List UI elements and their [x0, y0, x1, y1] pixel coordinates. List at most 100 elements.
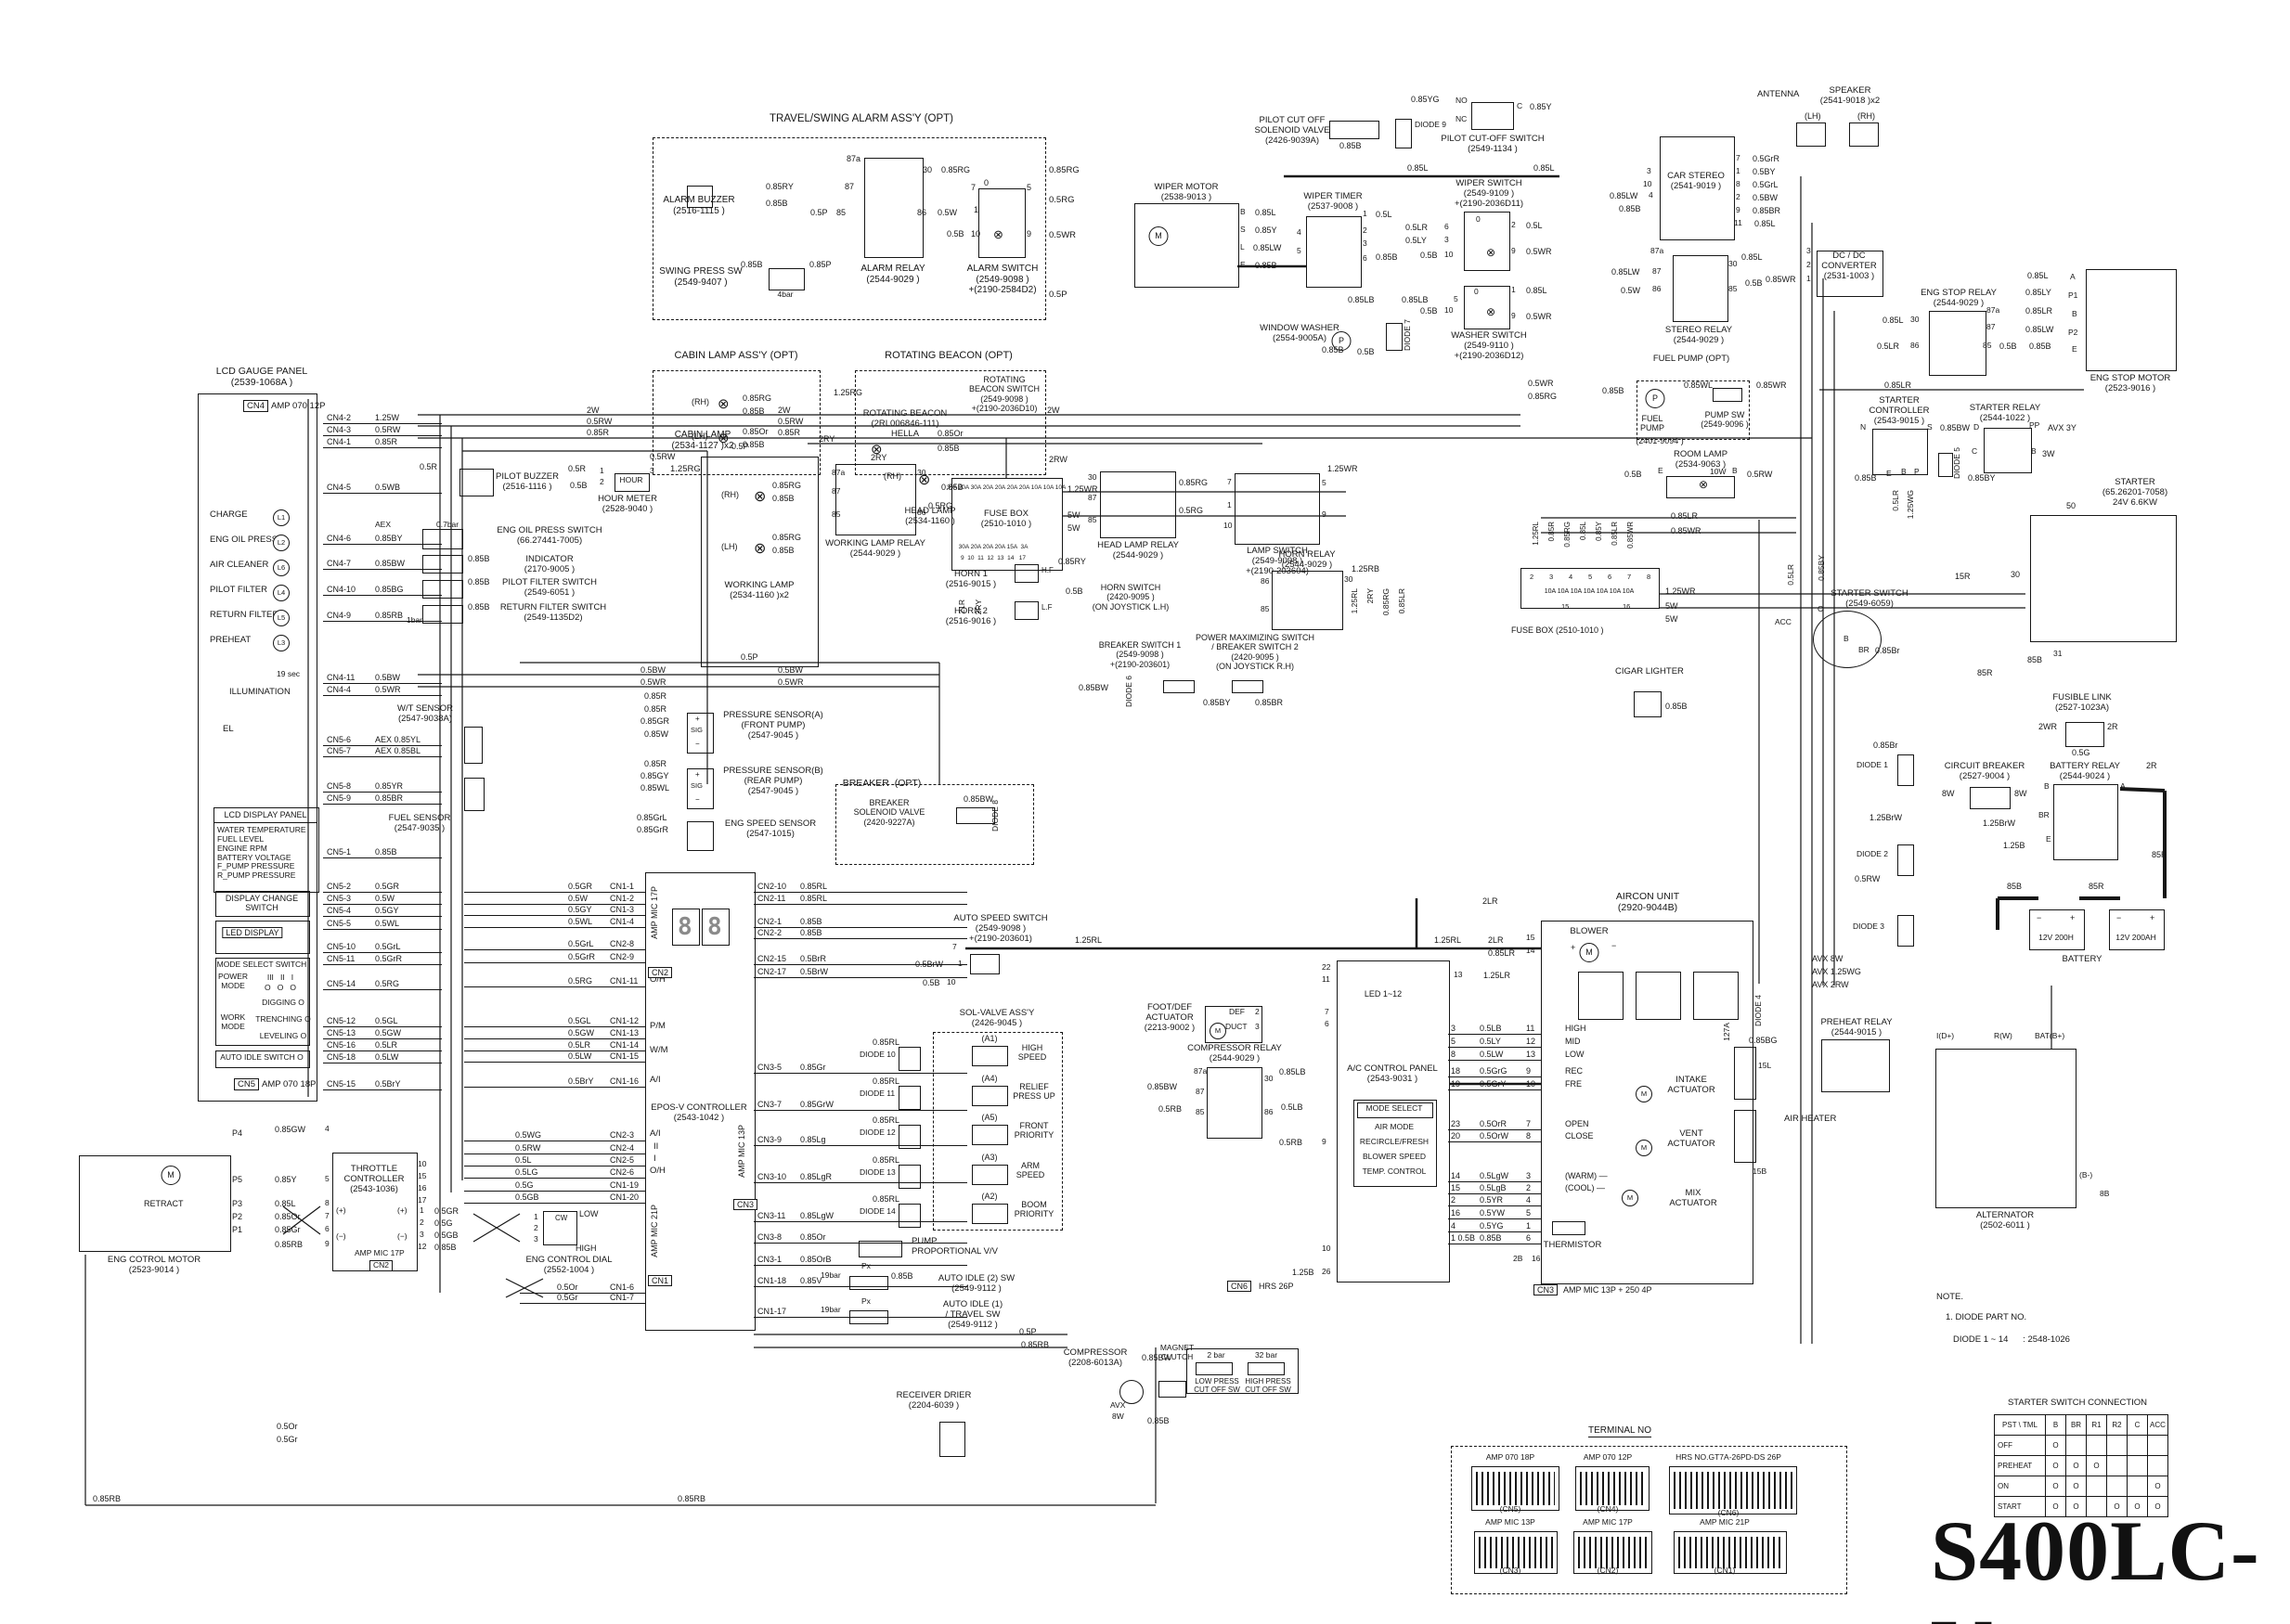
label-head-lamp-2534-1160: HEAD LAMP (2534-1160 ) — [904, 506, 956, 527]
starter-switch-glyph — [1813, 611, 1882, 668]
label-p5: P5 — [232, 1175, 243, 1184]
epos-left3-pin: CN1-7 — [610, 1293, 635, 1302]
label-0-85rb: 0.85RB — [678, 1494, 706, 1503]
cn5-rows-pin: 0.5BrY — [375, 1079, 401, 1089]
cn5-rows-pin: 0.5WL — [375, 919, 400, 928]
ac-rows-pin: 16 — [1451, 1208, 1461, 1218]
label-1-25rl: 1.25RL — [1075, 935, 1103, 945]
ac-rows-pin: CLOSE — [1565, 1131, 1594, 1141]
label-car-stereo-2541-9019: CAR STEREO (2541-9019 ) — [1667, 171, 1725, 192]
label-0-85l: 0.85L — [1741, 252, 1763, 262]
cn4-rows-pin: 0.85BY — [375, 534, 403, 543]
breaker-opt — [835, 784, 1034, 865]
battery-12v-200ah — [2109, 909, 2165, 950]
label-diode-4: DIODE 4 — [1753, 995, 1763, 1027]
label-washer-switch-2549-9110-2190: WASHER SWITCH (2549-9110 ) +(2190-2036D1… — [1451, 330, 1527, 362]
epos-left-pin: CN1-3 — [610, 905, 635, 914]
label-0-85b: 0.85B — [468, 554, 490, 563]
label-0-85b: 0.85B — [468, 602, 490, 612]
label-26: 26 — [1322, 1267, 1331, 1276]
starter-relay — [1984, 428, 2032, 473]
label-rotating-beacon-2rl006846-11: ROTATING BEACON (2RL006846-111) HELLA — [862, 408, 948, 440]
ac-rows-pin: 8 — [1526, 1131, 1532, 1141]
label-0-85b: 0.85B — [468, 577, 490, 586]
epos-right-pin: 0.85Gr — [800, 1063, 826, 1072]
table-mark — [2106, 1455, 2128, 1476]
label-b: B — [1240, 207, 1246, 216]
diode-5-glyph — [1938, 453, 1953, 477]
label-13: 13 — [1454, 970, 1463, 979]
cn5-rows-pin: CN5-4 — [327, 906, 352, 915]
label-digging-o: DIGGING O — [262, 998, 304, 1007]
label-0-85yg: 0.85YG — [1411, 95, 1440, 104]
label-sig: SIG — [691, 726, 703, 734]
label-aex: AEX — [375, 520, 392, 529]
epos-left-pin: 0.5LR — [568, 1040, 591, 1050]
label-0-85or: 0.85Or — [938, 429, 964, 438]
epos-right-pin: 0.5BrW — [800, 967, 829, 976]
table-row-START: START — [1994, 1496, 2046, 1517]
label-n: N — [1860, 422, 1867, 432]
ac-rows-pin: 0.5LW — [1480, 1050, 1504, 1059]
label-rotating-beacon-opt: ROTATING BEACON (OPT) — [885, 350, 1013, 361]
diode-9-glyph — [1395, 119, 1412, 148]
label-5: 5 — [1454, 294, 1458, 303]
label-8: 8 — [678, 913, 692, 941]
label-p1: P1 — [232, 1225, 243, 1234]
epos-left-pin: 0.5W — [568, 894, 589, 903]
label-eng-cotrol-motor-2523-9014: ENG COTROL MOTOR (2523-9014 ) — [107, 1255, 201, 1276]
label-: (−) — [336, 1231, 346, 1241]
label-0-85ry: 0.85RY — [1058, 557, 1086, 566]
label-9: 9 — [1027, 229, 1032, 238]
label-2ry: 2RY — [819, 434, 835, 444]
label-21r: 21R — [957, 599, 966, 614]
epos-left2-pin: 0.5L — [515, 1155, 532, 1165]
label-5w: 5W — [1665, 614, 1678, 624]
label-a: A — [2120, 781, 2126, 791]
label-auto-idle-switch-o: AUTO IDLE SWITCH O — [220, 1052, 304, 1062]
label-low-press-cut-off-sw: LOW PRESS CUT OFF SW — [1194, 1377, 1240, 1395]
label-temp-control: TEMP. CONTROL — [1362, 1166, 1427, 1176]
ac-rows-pin: 7 — [1526, 1119, 1532, 1128]
label-compressor-relay-2544-9029: COMPRESSOR RELAY (2544-9029 ) — [1187, 1043, 1282, 1064]
label-0-85r: 0.85R — [644, 759, 667, 768]
label-acc: ACC — [1775, 617, 1792, 626]
table-mark — [2147, 1435, 2168, 1456]
label-6: 6 — [1444, 222, 1449, 231]
label-speaker-2541-9018-x2: SPEAKER (2541-9018 )x2 — [1819, 85, 1881, 107]
cn5-rows-pin: 0.5W — [375, 894, 395, 903]
ac-rows-pin: 0.5LY — [1480, 1037, 1501, 1046]
label-diode-8: DIODE 8 — [990, 800, 1000, 832]
label-0-85b: 0.85B — [1376, 252, 1398, 262]
label-: − — [2116, 913, 2122, 922]
label-breaker-opt: BREAKER (OPT) — [842, 778, 922, 789]
label-2: 2 — [600, 477, 604, 486]
connector-cn6 — [1669, 1466, 1797, 1514]
diode-1-glyph — [1897, 754, 1914, 786]
table-mark: O — [2147, 1476, 2168, 1497]
label-amp-mic-13p: AMP MIC 13P — [737, 1125, 746, 1178]
table-mark: O — [2045, 1435, 2066, 1456]
epos-left-pin: CN2-9 — [610, 952, 635, 961]
label-0-5lr: 0.5LR — [1405, 223, 1429, 232]
cn4-rows-pin: 0.5WB — [375, 483, 401, 492]
table-mark — [2086, 1476, 2107, 1497]
label-30: 30 — [1728, 259, 1738, 268]
table-mark — [2106, 1476, 2128, 1497]
label-0-85b: 0.85B — [772, 494, 795, 503]
label-0-85rb: 0.85RB — [275, 1240, 304, 1249]
label-5: 5 — [1588, 573, 1593, 581]
label-0-85rl: 0.85RL — [873, 1115, 900, 1125]
label-10: 10 — [1444, 305, 1454, 315]
label-horn-2-2516-9016: HORN 2 (2516-9016 ) — [945, 606, 997, 627]
label-c: C — [1972, 446, 1978, 456]
label-1-25rg: 1.25RG — [670, 464, 701, 474]
ac-rows-pin: (COOL) — — [1565, 1183, 1606, 1192]
label-cw: CW — [555, 1214, 568, 1222]
label-1: 1 — [534, 1212, 538, 1221]
ac-rows-pin: 0.5GrG — [1480, 1066, 1507, 1076]
label-cn3: CN3 — [733, 1199, 758, 1211]
label-power-mode: POWER MODE — [217, 972, 249, 990]
epos-left-pin: CN1-11 — [610, 976, 639, 986]
label-alarm-relay-2544-9029: ALARM RELAY (2544-9029 ) — [860, 264, 925, 285]
